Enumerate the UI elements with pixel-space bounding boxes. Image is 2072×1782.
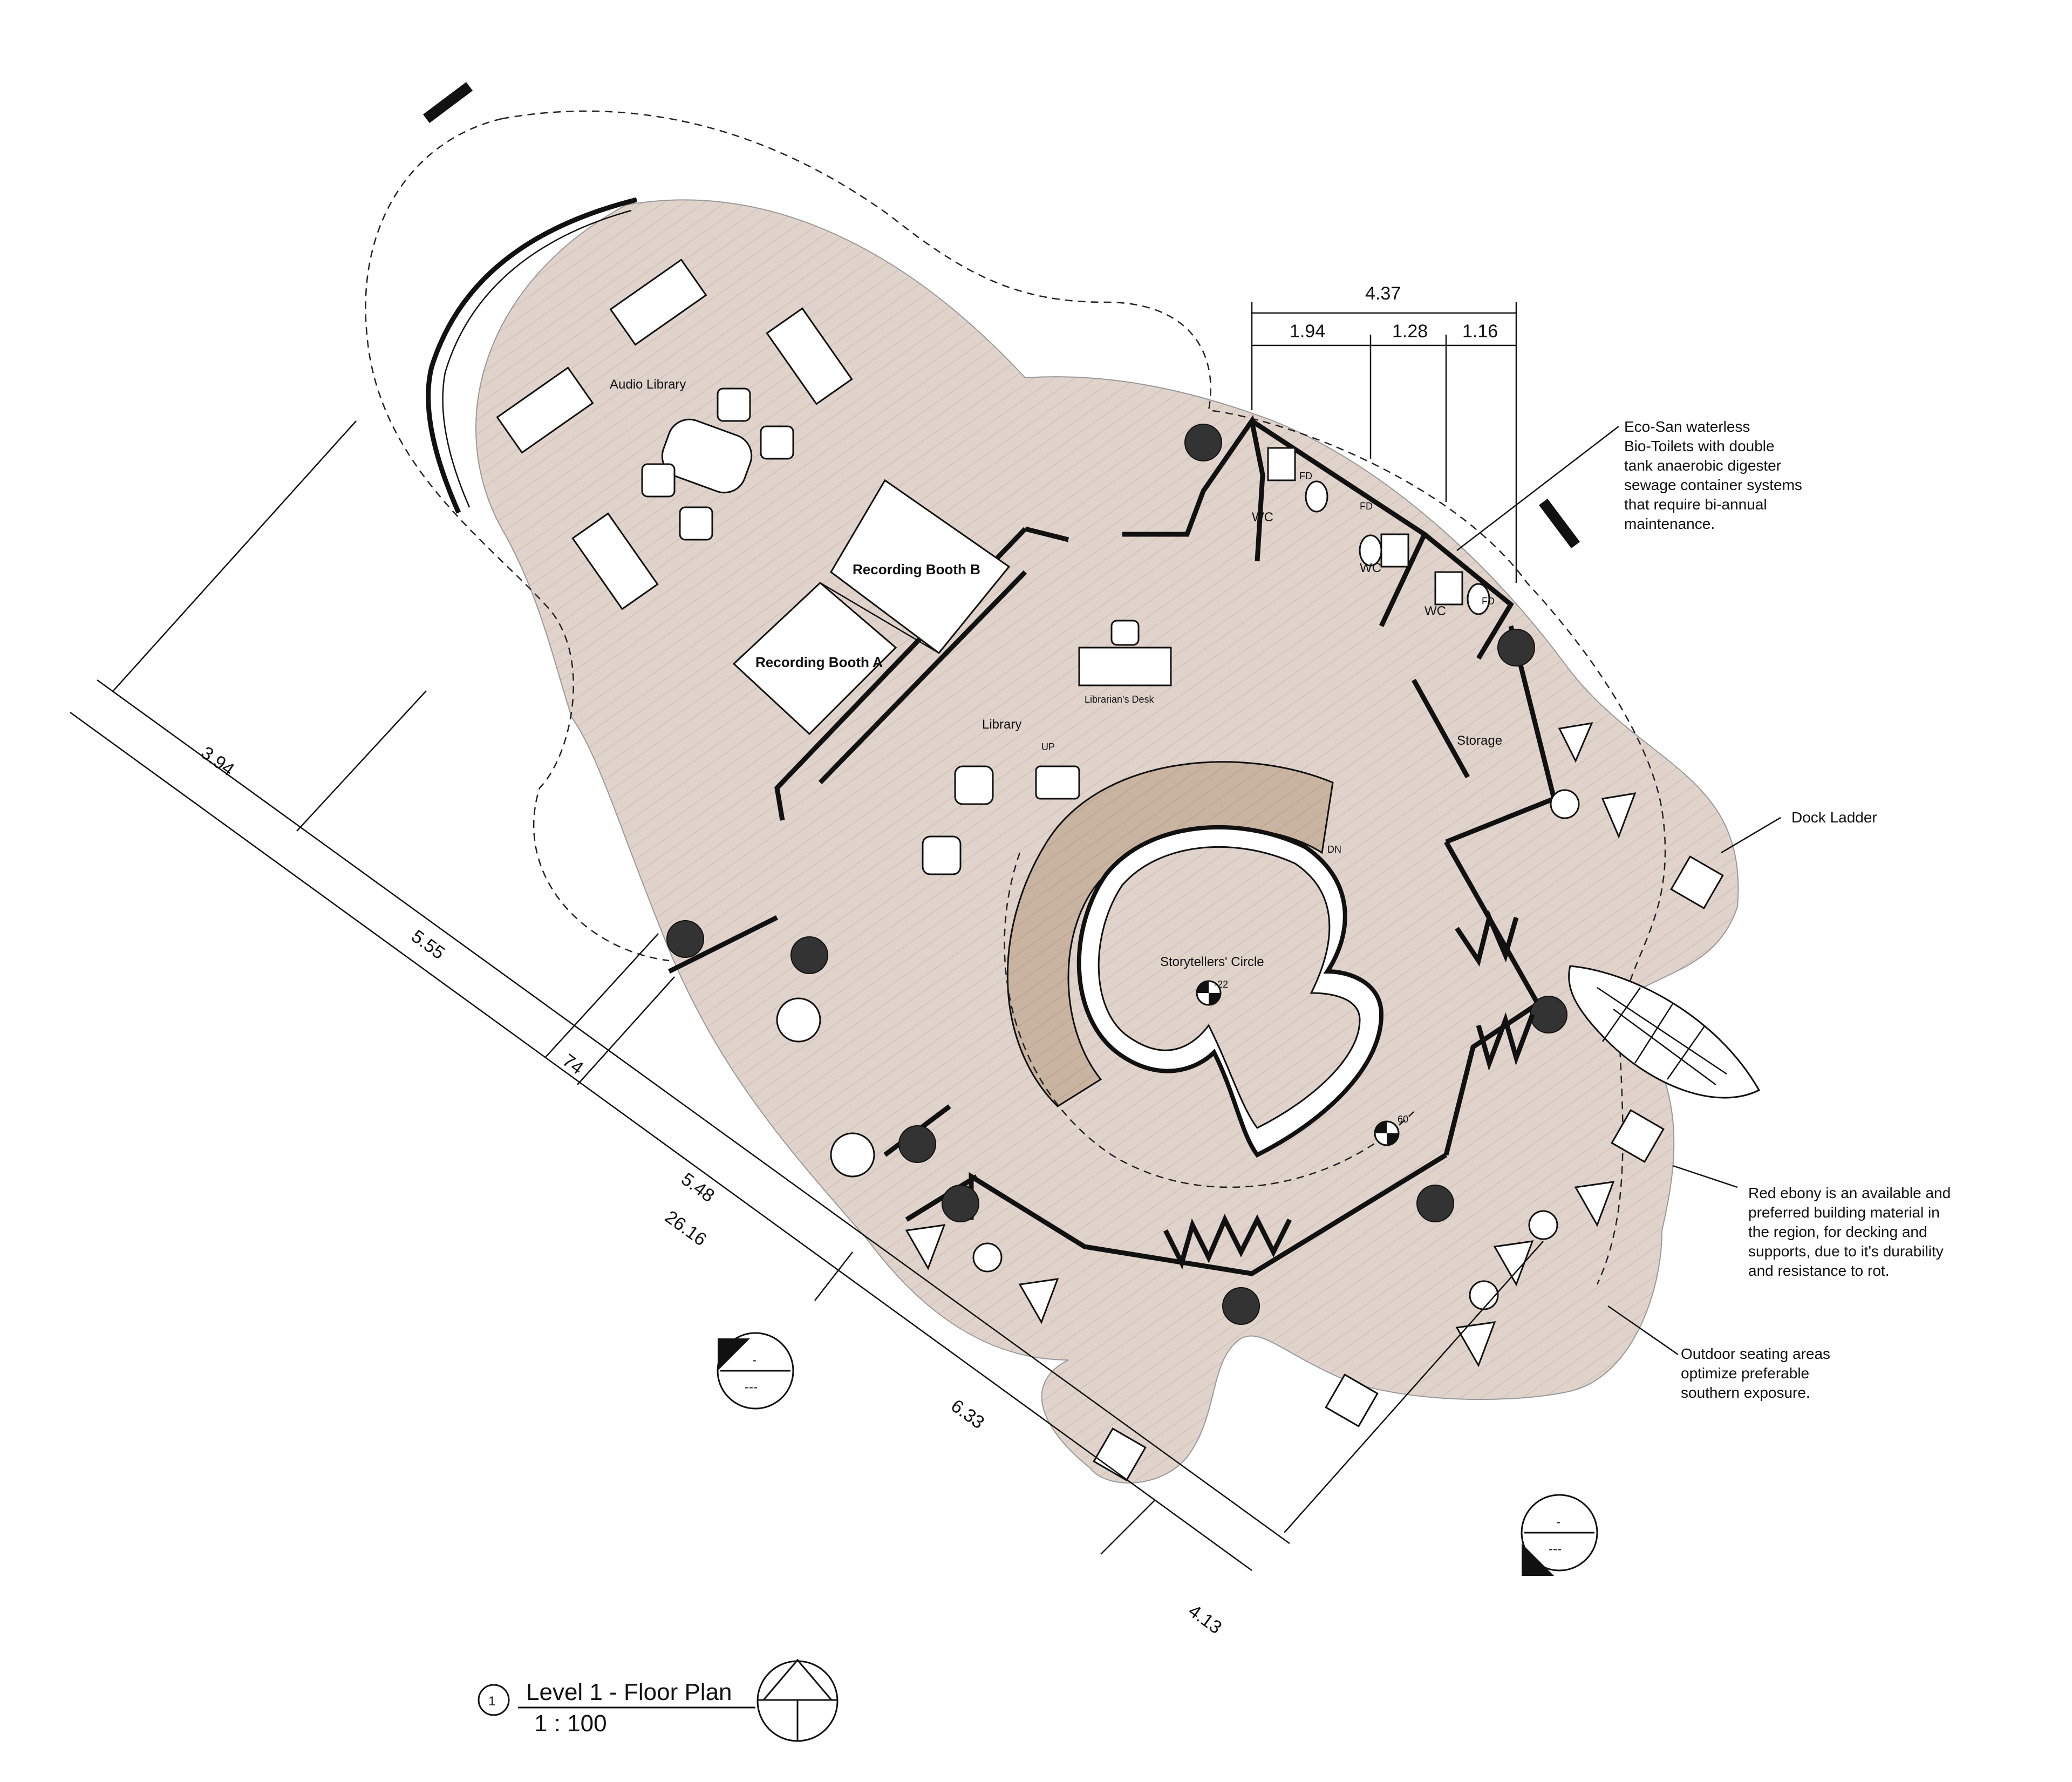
view-title: Level 1 - Floor Plan: [526, 1679, 732, 1705]
note-leaders: [1456, 426, 1781, 1356]
pit-floor: [1098, 846, 1361, 1129]
note-dock-ladder: Dock Ladder: [1791, 809, 1877, 826]
entry-wall-lower: [667, 915, 779, 974]
fd-label-2: FD: [1360, 501, 1373, 512]
dim-side-2: 5.55: [407, 926, 448, 964]
note-outdoor: Outdoor seating areas optimize preferabl…: [1681, 1345, 1835, 1401]
audio-library-label: Audio Library: [610, 377, 686, 392]
zigzag-screens: [1163, 909, 1535, 1270]
curved-north-wall-inner: [442, 209, 632, 508]
deck-level-value: 60: [1398, 1114, 1408, 1125]
section-marker-1-bottom: ---: [745, 1380, 758, 1395]
level-marker-circle: [1196, 980, 1222, 1006]
toilet-fixtures: [1267, 447, 1490, 615]
section-arrow-top: [423, 82, 1580, 548]
dim-side-1: 3.94: [197, 743, 238, 780]
note-red-ebony-line-4: supports, due to it's durability: [1748, 1243, 1944, 1260]
note-eco-san-line-3: tank anaerobic digester: [1624, 457, 1781, 474]
dim-side-5: 6.33: [947, 1396, 988, 1433]
note-outdoor-line-1: Outdoor seating areas: [1681, 1345, 1830, 1362]
dock-ladders: [1093, 855, 1724, 1481]
librarians-desk: [1078, 620, 1172, 686]
storytellers-circle-label: Storytellers' Circle: [1160, 955, 1264, 969]
note-outdoor-line-3: southern exposure.: [1681, 1384, 1810, 1401]
recording-booth-partition: [818, 570, 1027, 785]
curved-north-wall: [426, 197, 638, 514]
fd-label-3: FD: [1482, 596, 1495, 607]
wc-block-wall: [1122, 414, 1265, 562]
boat: [1568, 965, 1761, 1099]
wc-partition-2: [1423, 532, 1514, 660]
dim-top-seg-1: 1.94: [1290, 321, 1325, 342]
section-marker-2-bottom: ---: [1549, 1542, 1562, 1556]
note-red-ebony: Red ebony is an available and preferred …: [1748, 1185, 1955, 1279]
level-marker-deck: [1374, 1120, 1400, 1146]
storage-label: Storage: [1457, 733, 1502, 748]
dim-side-4: 5.48: [677, 1169, 718, 1207]
note-eco-san-line-2: Bio-Toilets with double: [1624, 438, 1775, 454]
stair-up-label: UP: [1041, 742, 1055, 752]
section-marker-2: [1521, 1494, 1598, 1576]
view-number: 1: [488, 1694, 495, 1709]
note-red-ebony-line-3: the region, for decking and: [1748, 1223, 1927, 1240]
wc-label-1: WC: [1252, 510, 1273, 525]
dim-side-3: 74: [558, 1050, 587, 1079]
fd-label-1: FD: [1299, 471, 1312, 481]
circle-level-value: -22: [1214, 979, 1228, 990]
section-marker-2-top: -: [1556, 1515, 1560, 1529]
wc-label-2: WC: [1360, 561, 1381, 575]
library-label: Library: [982, 717, 1021, 732]
note-outdoor-line-2: optimize preferable: [1681, 1365, 1809, 1382]
dim-side-6: 4.13: [1184, 1601, 1225, 1638]
library-north-wall: [1024, 526, 1069, 542]
dim-top-overall: 4.37: [1365, 283, 1401, 304]
note-red-ebony-line-5: and resistance to rot.: [1748, 1262, 1889, 1279]
note-eco-san-line-5: that require bi-annual: [1624, 496, 1767, 513]
recording-booths: [732, 479, 1011, 736]
note-red-ebony-line-1: Red ebony is an available and: [1748, 1185, 1951, 1201]
outdoor-seating: [776, 722, 1637, 1368]
note-eco-san-line-1: Eco-San waterless: [1624, 418, 1750, 435]
recording-booth-b-label: Recording Booth B: [853, 561, 980, 577]
audio-library-tables: [496, 259, 853, 610]
note-eco-san: Eco-San waterless Bio-Toilets with doubl…: [1624, 418, 1807, 532]
note-eco-san-line-4: sewage container systems: [1624, 477, 1802, 493]
dimension-lines: [70, 302, 1544, 1572]
circle-outer-dash: [1004, 852, 1414, 1188]
planters: [666, 424, 1567, 1325]
dim-top-seg-2: 1.28: [1392, 321, 1428, 342]
view-scale: 1 : 100: [534, 1710, 607, 1737]
stair-down-label: DN: [1327, 844, 1341, 855]
librarians-desk-label: Librarian's Desk: [1085, 694, 1154, 705]
note-red-ebony-line-2: preferred building material in: [1748, 1204, 1940, 1221]
canopy-outline-west: [365, 118, 670, 962]
title-block: [478, 1658, 839, 1742]
library-chairs: [922, 765, 1080, 875]
wc-label-3: WC: [1424, 604, 1446, 618]
dim-top-seg-3: 1.16: [1462, 321, 1498, 342]
recording-booth-a-label: Recording Booth A: [755, 654, 883, 670]
dim-side-overall: 26.16: [661, 1207, 710, 1250]
section-marker-1: [717, 1332, 794, 1410]
section-marker-1-top: -: [752, 1353, 756, 1368]
note-eco-san-line-6: maintenance.: [1624, 515, 1715, 532]
